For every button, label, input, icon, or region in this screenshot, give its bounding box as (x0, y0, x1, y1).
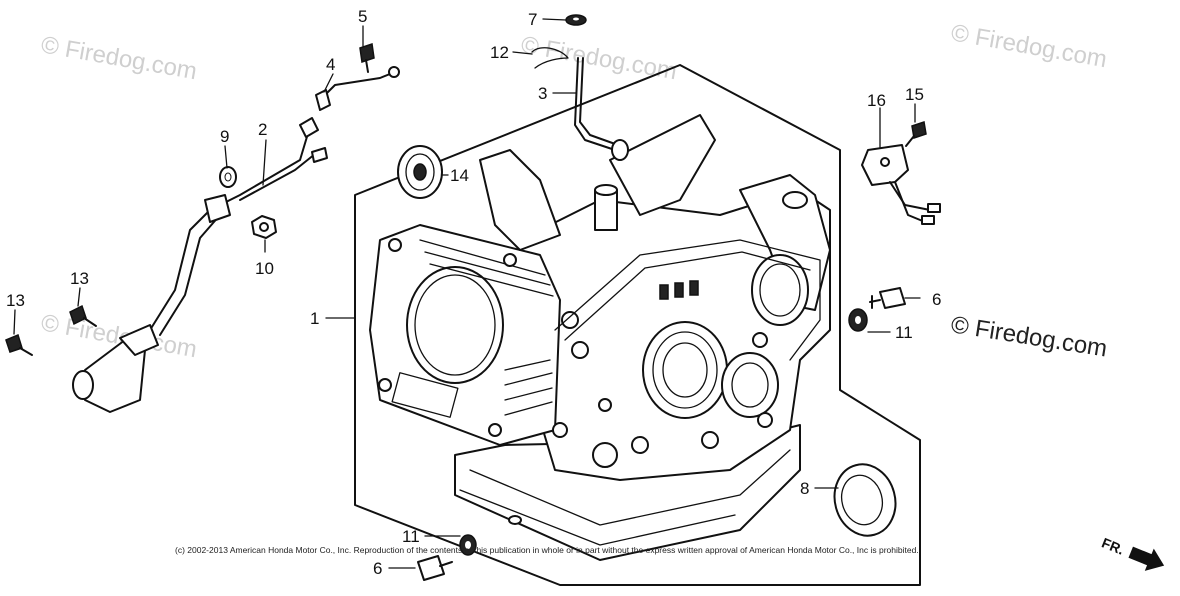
front-direction-marker: FR. (1100, 534, 1165, 571)
ignition-coil-housing (72, 324, 159, 413)
part-2-cable (149, 117, 328, 336)
callout-16: 16 (867, 91, 886, 110)
assembly-boundary (354, 64, 921, 586)
watermark-top-right: © Firedog.com (949, 19, 1109, 73)
part-14-bearing (397, 145, 443, 199)
callout-1: 1 (310, 309, 319, 328)
watermark-top-left: © Firedog.com (39, 31, 199, 85)
watermark-bold: © Firedog.com (949, 311, 1109, 362)
front-arrow-icon (1128, 546, 1165, 571)
callout-13-a: 13 (70, 269, 89, 288)
crankcase-body (369, 114, 831, 561)
callout-13-b: 13 (6, 291, 25, 310)
part-3-rod (574, 57, 629, 161)
callout-2: 2 (258, 120, 267, 139)
part-8-oil-seal (833, 463, 897, 537)
part-12-clip (531, 47, 569, 69)
front-label: FR. (1100, 534, 1127, 557)
watermark-top-center: © Firedog.com (519, 31, 679, 85)
callout-4: 4 (326, 55, 335, 74)
callout-3: 3 (538, 84, 547, 103)
callout-9: 9 (220, 127, 229, 146)
part-6-bolt-right (869, 287, 906, 309)
callout-14: 14 (450, 166, 469, 185)
callout-8: 8 (800, 479, 809, 498)
part-13-bolt-a (69, 304, 97, 327)
part-5-bolt (359, 43, 375, 73)
callout-6-right: 6 (932, 290, 941, 309)
part-13-bolt-b (5, 333, 33, 356)
callout-6-bottom: 6 (373, 559, 382, 578)
part-16-sensor (861, 144, 941, 225)
copyright-notice: (c) 2002-2013 American Honda Motor Co., … (175, 545, 919, 555)
part-11-washer-right (848, 308, 868, 332)
part-11-washer-bottom (459, 534, 477, 556)
part-10-nut (251, 215, 277, 239)
part-6-bolt-bottom (417, 555, 453, 581)
callout-5: 5 (358, 7, 367, 26)
part-15-bolt (905, 121, 927, 147)
callout-10: 10 (255, 259, 274, 278)
callout-12: 12 (490, 43, 509, 62)
callouts: 5 4 2 9 10 13 13 1 14 3 12 7 16 15 6 11 … (6, 7, 941, 578)
callout-15: 15 (905, 85, 924, 104)
part-7-washer (565, 14, 587, 26)
leader-lines (13, 18, 921, 569)
callout-11-right: 11 (895, 323, 913, 342)
part-4-wire (315, 66, 400, 111)
callout-11-bottom: 11 (402, 527, 420, 546)
callout-7: 7 (528, 10, 537, 29)
part-9-washer (219, 166, 237, 188)
